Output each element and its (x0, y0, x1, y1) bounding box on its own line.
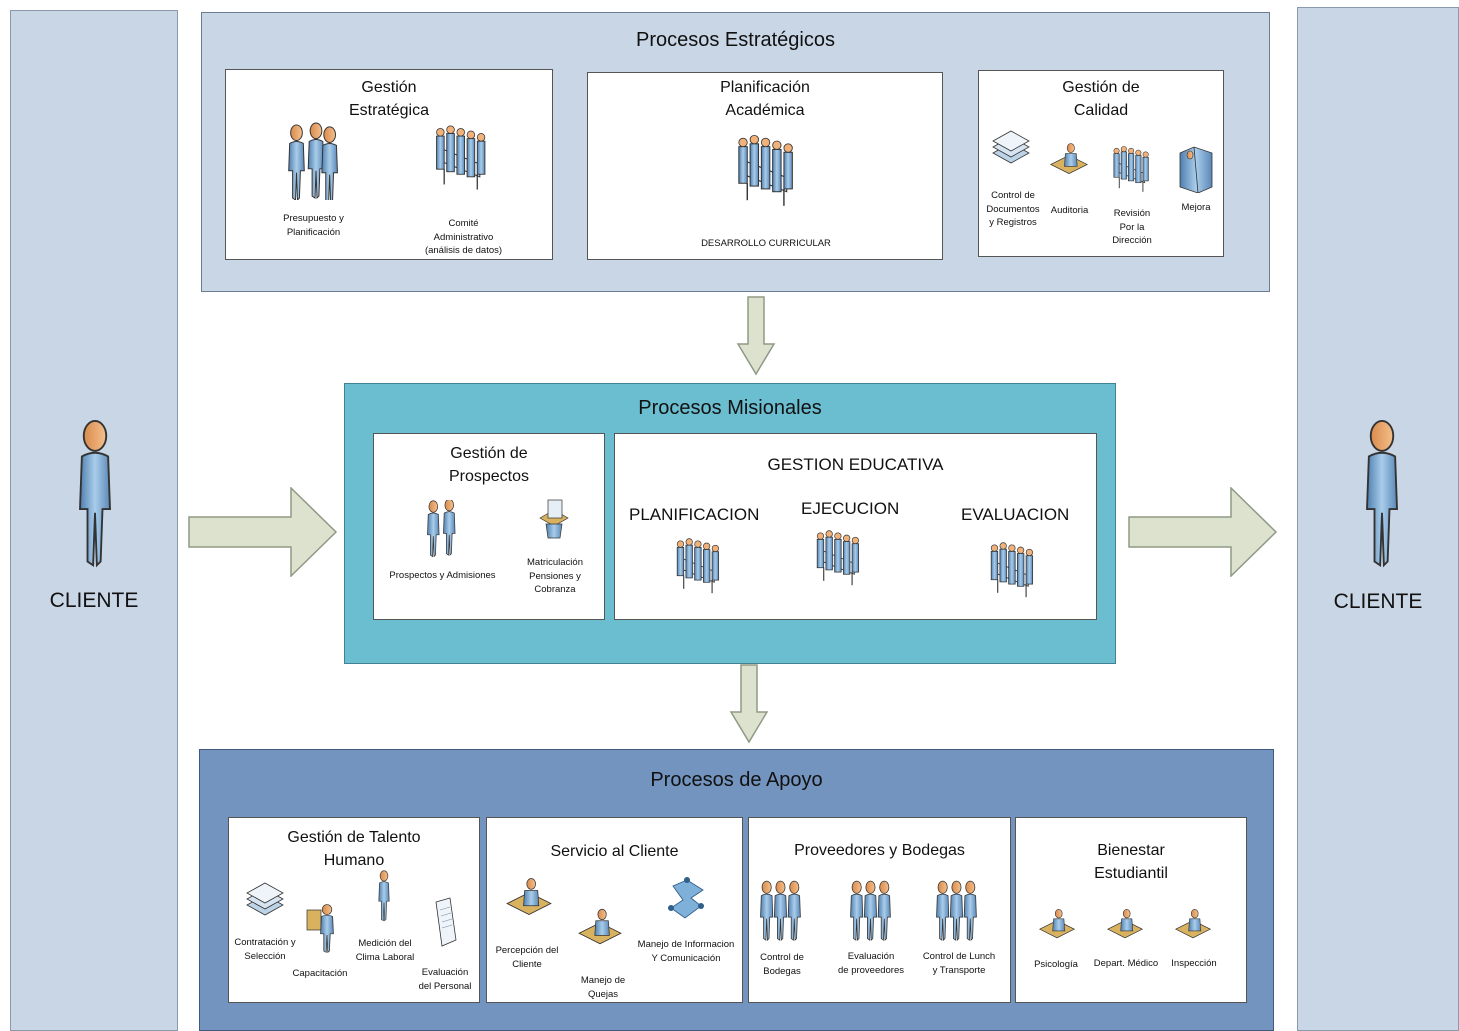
presenter-board-icon (306, 904, 334, 953)
workers-group-icon (760, 880, 801, 941)
box-title: Servicio al Cliente (550, 843, 679, 860)
box-title: GESTION EDUCATIVA (767, 455, 944, 474)
person-at-desk-icon (578, 908, 622, 945)
client-column-right: CLIENTE (1297, 7, 1459, 1031)
section-title: Procesos de Apoyo (650, 769, 823, 791)
meeting-table-icon (738, 134, 794, 207)
item-label: Mejora (1181, 202, 1211, 213)
item-label: Inspección (1171, 958, 1217, 969)
client-column-left: CLIENTE (10, 10, 178, 1031)
client-label-right: CLIENTE (1333, 590, 1423, 613)
person-at-desk-icon (506, 878, 552, 915)
box-title: Proveedores y Bodegas (794, 842, 965, 859)
item-label: Capacitación (292, 968, 348, 979)
arrow-mission-to-client (1128, 487, 1278, 577)
document-stack-icon (992, 130, 1030, 164)
server-rack-icon (1179, 146, 1213, 193)
arrow-strategic-to-mission (736, 296, 776, 376)
client-person-icon (79, 419, 111, 567)
meeting-table-icon (990, 542, 1034, 598)
item-label: Depart. Médico (1093, 958, 1159, 969)
item-label: Auditoria (1050, 205, 1089, 216)
stage-label-execution: EJECUCION (801, 499, 900, 518)
person-at-desk-icon (1039, 908, 1075, 939)
workers-group-icon (936, 880, 977, 941)
client-person-icon (1366, 419, 1398, 567)
section-title: Procesos Estratégicos (636, 29, 835, 51)
document-page-icon (435, 897, 457, 947)
arrow-mission-to-support (729, 664, 769, 744)
money-handling-icon (539, 499, 569, 539)
stage-label-planning: PLANIFICACION (629, 505, 760, 524)
item-label: Psicología (1034, 959, 1078, 970)
document-stack-icon (246, 882, 284, 916)
person-at-desk-icon (1107, 908, 1143, 939)
client-label-left: CLIENTE (49, 589, 139, 612)
meeting-table-icon (435, 125, 486, 191)
meeting-table-icon (676, 538, 720, 594)
person-at-desk-icon (1175, 908, 1211, 939)
person-icon (378, 870, 390, 922)
people-group-icon (288, 122, 338, 200)
meeting-table-icon (1113, 145, 1149, 193)
item-label: Prospectos y Admisiones (389, 570, 496, 581)
person-at-desk-icon (1050, 143, 1088, 174)
network-icon (668, 877, 704, 919)
stage-label-evaluation: EVALUACION (961, 505, 1070, 524)
item-label: DESARROLLO CURRICULAR (701, 238, 831, 249)
workers-group-icon (850, 880, 891, 941)
handshake-people-icon (427, 500, 456, 557)
arrow-client-to-mission (188, 487, 338, 577)
meeting-table-icon (816, 530, 860, 586)
educational-management-box: GESTION EDUCATIVA PLANIFICACION EJECUCIO… (614, 433, 1097, 620)
section-title: Procesos Misionales (638, 397, 822, 419)
